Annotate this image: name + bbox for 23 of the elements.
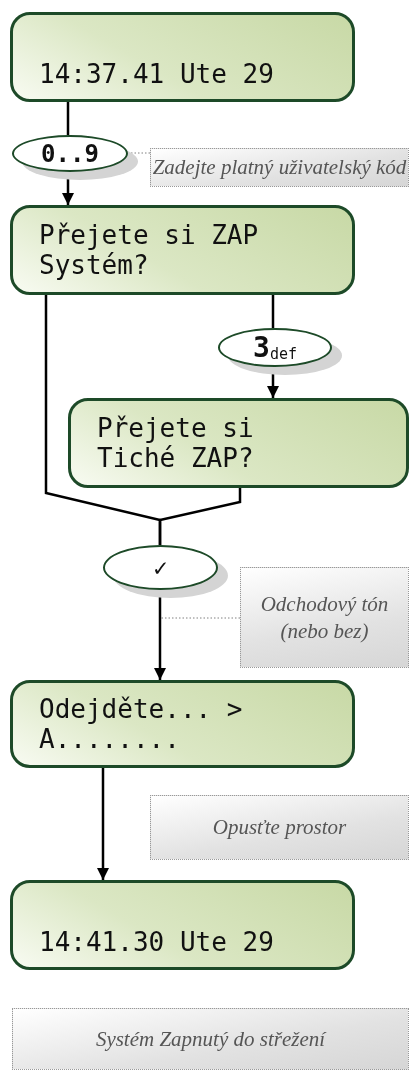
node-text: 3$_{def}$ — [253, 331, 297, 364]
display-box — [10, 680, 355, 768]
node-text: Přejete si ZAP Systém? — [39, 220, 260, 280]
node-text: Zadejte platný uživatelský kód — [152, 154, 407, 181]
node-text: 0..9 — [41, 139, 99, 168]
display-box — [10, 12, 355, 102]
node-text: 14:41.30 Ute 29 — [39, 927, 274, 957]
node-text: Odejděte... > A........ — [39, 694, 244, 754]
node-text: Přejete si Tiché ZAP? — [97, 413, 255, 473]
node-text: ✓ — [153, 553, 168, 582]
display-box — [10, 880, 355, 970]
node-text: Odchodový tón (nebo bez) — [259, 591, 390, 644]
note-box — [150, 795, 409, 860]
leader-line — [159, 617, 241, 619]
node-text: Systém Zapnutý do střežení — [95, 1025, 326, 1053]
display-box — [10, 205, 355, 295]
arrow — [96, 768, 110, 880]
note-box — [240, 567, 409, 668]
display-box — [68, 398, 409, 488]
note-box — [150, 148, 409, 187]
node-text: 14:37.41 Ute 29 — [39, 59, 274, 89]
node-text: Opusťte prostor — [212, 814, 347, 841]
note-box — [12, 1008, 409, 1070]
